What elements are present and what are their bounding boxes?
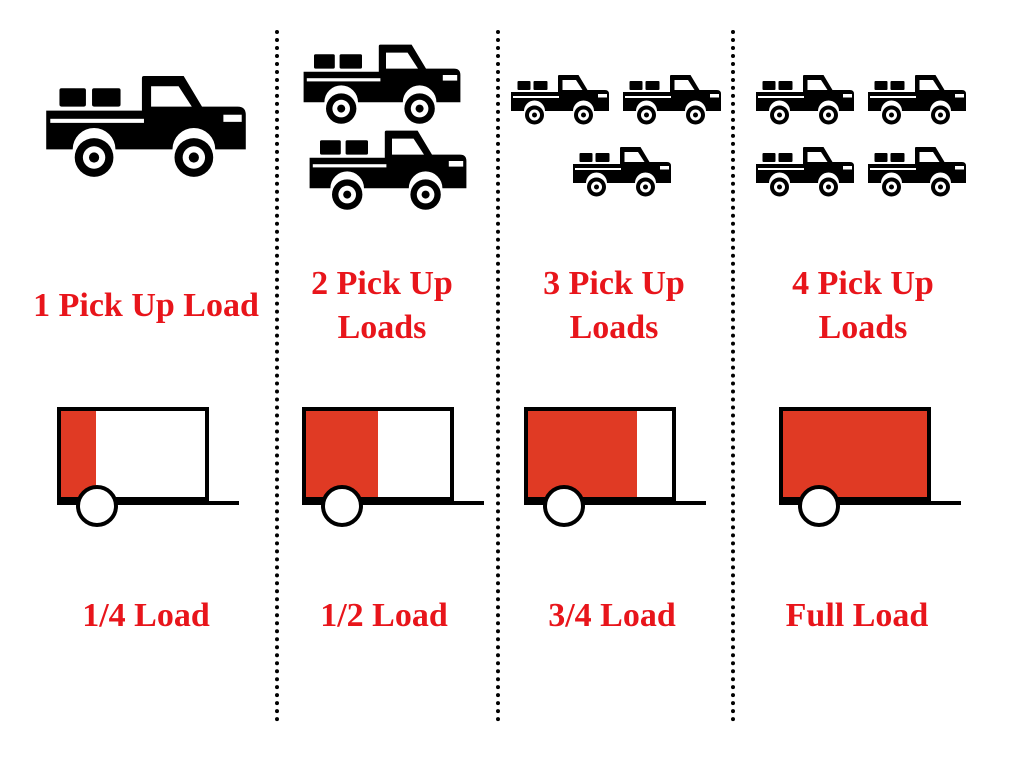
trailer-fill (781, 409, 929, 499)
pickup-truck-icon (622, 73, 722, 130)
pickup-truck-icon (510, 73, 610, 130)
pickup-truck-icon (302, 42, 462, 132)
trailer-icon (522, 405, 707, 530)
load-fraction-label: 1/4 Load (82, 597, 210, 634)
pickup-truck-icon (755, 145, 855, 202)
load-column-2: 2 Pick Up Loads 1/2 Load (278, 0, 496, 768)
column-divider (496, 30, 500, 722)
pickup-truck-icon (867, 145, 967, 202)
pickup-truck-icon (867, 73, 967, 130)
load-fraction-label: Full Load (785, 597, 929, 634)
trailer-fill (526, 409, 637, 499)
pickup-load-label: 1 Pick Up Load (33, 287, 259, 324)
pickup-truck-icon (572, 145, 672, 202)
load-fraction-label: 3/4 Load (548, 597, 676, 634)
load-column-3: 3 Pick Up Loads 3/4 Load (498, 0, 731, 768)
trailer-icon (777, 405, 962, 530)
pickup-truck-icon (308, 128, 468, 218)
trailer-icon (300, 405, 485, 530)
load-fraction-label: 1/2 Load (320, 597, 448, 634)
trailer-icon (55, 405, 240, 530)
trailer-fill (304, 409, 378, 499)
pickup-load-label: 2 Pick Up Loads (311, 265, 453, 346)
pickup-truck-icon (755, 73, 855, 130)
pickup-load-label: 4 Pick Up Loads (792, 265, 934, 346)
column-divider (275, 30, 279, 722)
pickup-load-label: 3 Pick Up Loads (543, 265, 685, 346)
column-divider (731, 30, 735, 722)
load-column-1: 1 Pick Up Load 1/4 Load (0, 0, 276, 768)
pickup-truck-icon (44, 74, 248, 186)
trailer-fill (59, 409, 96, 499)
load-column-4: 4 Pick Up Loads Full Load (733, 0, 1024, 768)
